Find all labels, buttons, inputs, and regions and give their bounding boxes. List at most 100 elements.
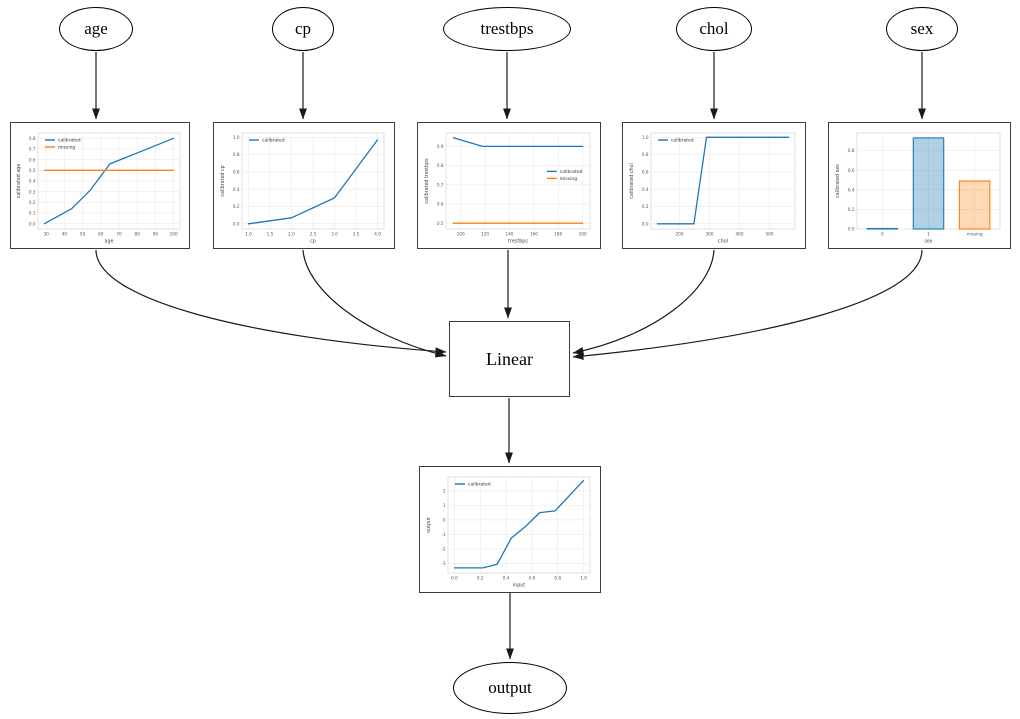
svg-text:0.2: 0.2 (233, 204, 240, 209)
input-node-trestbps-label: trestbps (480, 19, 534, 38)
svg-text:0.6: 0.6 (437, 201, 444, 206)
svg-text:0.6: 0.6 (848, 167, 855, 172)
svg-text:30: 30 (44, 231, 50, 236)
svg-text:140: 140 (505, 231, 513, 236)
svg-text:1.0: 1.0 (580, 575, 587, 580)
edge-sex-plot-to-linear (572, 249, 923, 360)
svg-text:0: 0 (443, 517, 446, 522)
output-node: output (453, 662, 567, 714)
svg-text:200: 200 (676, 231, 684, 236)
svg-text:0.8: 0.8 (233, 152, 240, 157)
svg-text:input: input (513, 582, 525, 588)
input-node-chol-label: chol (699, 19, 729, 38)
svg-text:1.0: 1.0 (245, 231, 252, 236)
svg-text:1.0: 1.0 (642, 134, 649, 139)
svg-text:2.5: 2.5 (310, 231, 317, 236)
edge-chol-plot-to-linear (572, 249, 715, 355)
svg-text:missing: missing (967, 231, 983, 236)
svg-text:40: 40 (62, 231, 68, 236)
linear-node: Linear (449, 321, 570, 397)
svg-text:1: 1 (443, 502, 446, 507)
svg-text:2: 2 (443, 488, 446, 493)
output-node-label: output (488, 678, 532, 697)
svg-text:sex: sex (924, 239, 932, 244)
input-node-sex: sex (886, 7, 958, 51)
input-node-cp: cp (272, 7, 334, 51)
input-node-age-label: age (84, 19, 108, 38)
svg-text:0.2: 0.2 (848, 207, 855, 212)
svg-text:0.8: 0.8 (848, 148, 855, 153)
svg-text:calibrated: calibrated (560, 169, 583, 175)
svg-text:80: 80 (135, 231, 141, 236)
calibrator-plot-sex: 0 1 missing 0.0 0.2 0.4 0.6 0.8 sex calibrated se… (828, 122, 1011, 249)
svg-text:0.4: 0.4 (503, 575, 510, 580)
edge-cp-plot-to-linear (302, 249, 447, 358)
svg-text:500: 500 (766, 231, 774, 236)
svg-text:calibrated: calibrated (262, 137, 285, 143)
svg-text:0.1: 0.1 (29, 210, 36, 215)
svg-text:-1: -1 (441, 532, 446, 537)
svg-text:0.4: 0.4 (848, 187, 855, 192)
svg-text:0: 0 (881, 231, 884, 236)
svg-text:age: age (105, 239, 114, 244)
svg-text:0.6: 0.6 (642, 169, 649, 174)
svg-text:calibrated: calibrated (671, 137, 694, 143)
svg-text:3.0: 3.0 (331, 231, 338, 236)
svg-text:0.8: 0.8 (437, 163, 444, 168)
svg-text:calibrated: calibrated (58, 137, 81, 143)
svg-text:100: 100 (170, 231, 178, 236)
svg-text:0.0: 0.0 (848, 226, 855, 231)
svg-text:calibrated chol: calibrated chol (629, 163, 635, 199)
svg-text:0.6: 0.6 (233, 169, 240, 174)
svg-text:400: 400 (736, 231, 744, 236)
svg-text:missing: missing (58, 144, 75, 150)
svg-text:180: 180 (554, 231, 562, 236)
svg-text:2.0: 2.0 (288, 231, 295, 236)
svg-text:160: 160 (530, 231, 538, 236)
svg-text:calibrated trestbps: calibrated trestbps (424, 157, 430, 203)
svg-text:0.5: 0.5 (29, 167, 36, 172)
svg-text:0.4: 0.4 (29, 178, 36, 183)
svg-text:1.5: 1.5 (267, 231, 274, 236)
input-node-trestbps: trestbps (443, 7, 571, 51)
svg-text:1.0: 1.0 (233, 134, 240, 139)
svg-text:calibrated sex: calibrated sex (835, 163, 841, 197)
svg-text:trestbps: trestbps (508, 238, 528, 244)
edge-age-plot-to-linear (95, 249, 447, 356)
svg-text:missing: missing (560, 176, 577, 182)
input-node-age: age (59, 7, 133, 51)
svg-text:0.0: 0.0 (642, 221, 649, 226)
input-node-cp-label: cp (294, 19, 312, 38)
svg-text:70: 70 (116, 231, 122, 236)
svg-text:0.4: 0.4 (233, 186, 240, 191)
svg-text:3.5: 3.5 (353, 231, 360, 236)
svg-text:120: 120 (481, 231, 489, 236)
input-node-sex-label: sex (910, 19, 934, 38)
svg-text:0.9: 0.9 (437, 144, 444, 149)
svg-text:0.0: 0.0 (29, 221, 36, 226)
svg-text:0.7: 0.7 (437, 182, 444, 187)
svg-text:0.5: 0.5 (437, 220, 444, 225)
svg-text:200: 200 (579, 231, 587, 236)
svg-text:0.8: 0.8 (29, 135, 36, 140)
svg-text:1: 1 (927, 231, 930, 236)
svg-text:90: 90 (153, 231, 159, 236)
svg-text:0.0: 0.0 (451, 575, 458, 580)
svg-text:50: 50 (80, 231, 86, 236)
svg-text:0.6: 0.6 (529, 575, 536, 580)
svg-text:calibrated: calibrated (468, 481, 491, 487)
svg-text:0.4: 0.4 (642, 186, 649, 191)
svg-text:cp: cp (310, 239, 316, 244)
svg-text:300: 300 (706, 231, 714, 236)
svg-text:60: 60 (98, 231, 104, 236)
svg-text:0.2: 0.2 (29, 199, 36, 204)
svg-text:-3: -3 (441, 561, 446, 566)
